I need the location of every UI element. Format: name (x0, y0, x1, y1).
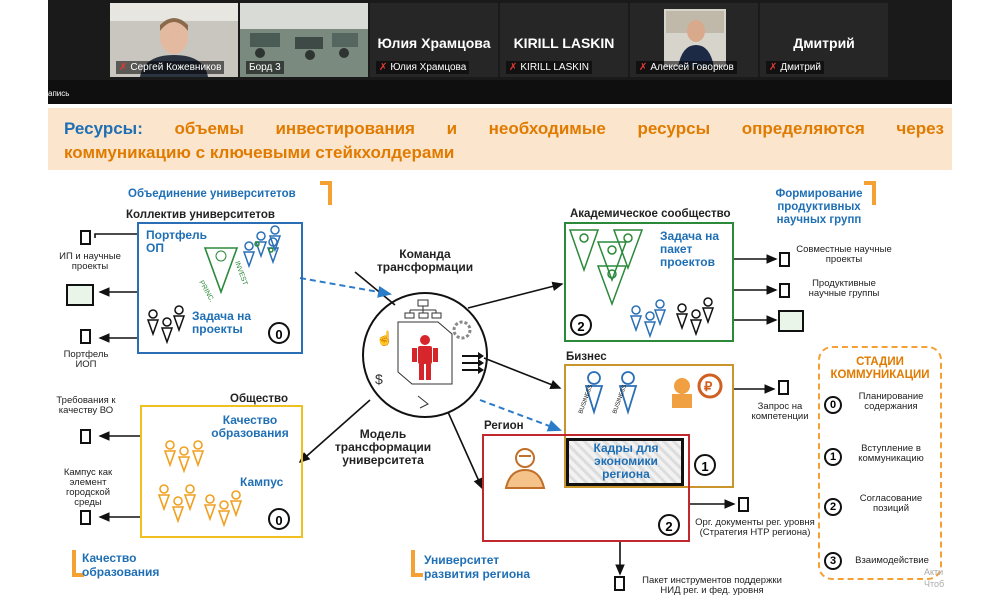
stages-box (818, 346, 942, 580)
personnel-box (566, 438, 684, 486)
participant-tile-1[interactable]: ✗Сергей Кожевников (110, 3, 238, 77)
mic-muted-icon: ✗ (639, 62, 648, 73)
campus-label: Кампус (240, 475, 284, 489)
slide-title: Ресурсы: объемы инвестирования и необход… (64, 119, 944, 138)
team-label: Команда трансформации (376, 247, 474, 274)
academic-task-label: Задача на пакет проектов (660, 229, 720, 269)
document-icon (80, 510, 91, 525)
universities-box (137, 222, 303, 354)
society-box (140, 405, 303, 538)
stages-title: СТАДИИ КОММУНИКАЦИИ (830, 356, 930, 381)
stage-badge: 2 (658, 514, 680, 536)
output-groups: Продуктивные научные группы (808, 278, 880, 299)
mic-muted-icon: ✗ (769, 62, 778, 73)
output-portfolio: Портфель ИОП (63, 349, 109, 370)
region-corner-label: Университет развития региона (424, 553, 531, 581)
universities-corner-label: Объединение университетов (128, 188, 296, 200)
output-projects: ИП и научные проекты (59, 251, 121, 272)
region-box (482, 434, 690, 542)
academic-title: Академическое сообщество (570, 208, 731, 220)
stage-label: Взаимодействие (855, 555, 929, 566)
participant-caption: ✗KIRILL LASKIN (506, 61, 592, 74)
document-icon (779, 252, 790, 267)
academic-box (564, 222, 734, 342)
business-title: Бизнес (566, 351, 607, 363)
participant-name: KIRILL LASKIN (513, 35, 615, 51)
participant-caption: ✗Алексей Говорков (636, 61, 737, 74)
document-icon (779, 283, 790, 298)
participant-caption: ✗Дмитрий (766, 61, 824, 74)
mic-muted-icon: ✗ (379, 62, 388, 73)
invest-label: INVEST (233, 260, 248, 287)
activation-watermark: Акти Чтоб (924, 567, 945, 589)
svg-text:$: $ (375, 371, 383, 387)
participant-name: Юлия Храмцова (377, 35, 491, 51)
document-icon (738, 497, 749, 512)
official-icon (504, 448, 546, 489)
model-label: Модель трансформации университета (334, 427, 432, 467)
output-quality-requirements: Требования к качеству ВО (56, 395, 116, 416)
invest-icon (66, 284, 94, 306)
business-badge: BUSINESS (612, 384, 628, 415)
svg-text:₽: ₽ (704, 379, 713, 394)
participant-name: Дмитрий (793, 35, 855, 51)
output-joint-projects: Совместные научные проекты (796, 244, 892, 265)
business-box (564, 364, 734, 488)
stage-badge: 1 (694, 454, 716, 476)
participant-tile-4[interactable]: KIRILL LASKIN ✗KIRILL LASKIN (500, 3, 628, 77)
stage-badge: 0 (268, 322, 290, 344)
stage-label: Согласование позиций (859, 493, 923, 514)
video-strip: ✗Сергей Кожевников Борд 3 Юлия Храмцова … (48, 0, 952, 80)
personnel-label: Кадры для экономики региона (593, 441, 659, 481)
business-badge: BUSINESS (578, 384, 594, 415)
output-support-package: Пакет инструментов поддержки НИД рег. и … (642, 575, 782, 596)
stage-badge: 2 (570, 314, 592, 336)
document-icon (614, 576, 625, 591)
document-icon (778, 380, 789, 395)
participant-tile-5[interactable]: ✗Алексей Говорков (630, 3, 758, 77)
princ-label: PRINC. (197, 280, 215, 304)
recording-bar (48, 80, 952, 104)
output-region-docs: Орг. документы рег. уровня (Стратегия НТ… (695, 517, 815, 538)
participant-caption: ✗Сергей Кожевников (116, 61, 225, 74)
task-label: Задача на проекты (192, 309, 252, 336)
stage-label: Вступление в коммуникацию (858, 443, 924, 464)
document-icon (80, 329, 91, 344)
stage-label: Планирование содержания (858, 391, 924, 412)
society-corner-label: Качество образования (82, 551, 160, 579)
mic-muted-icon: ✗ (119, 62, 128, 73)
slide-title-bar (48, 108, 952, 170)
region-title: Регион (484, 420, 524, 432)
quality-label: Качество образования (211, 413, 289, 440)
recording-label: апись (48, 89, 70, 98)
participant-caption: ✗Юлия Храмцова (376, 61, 470, 74)
participant-tile-6[interactable]: Дмитрий ✗Дмитрий (760, 3, 888, 77)
academic-corner-label: Формирование продуктивных научных групп (775, 188, 863, 226)
universities-title: Коллектив университетов (126, 209, 276, 221)
output-campus: Кампус как элемент городской среды (63, 467, 113, 508)
diagram-connectors: ☝ $ (72, 181, 876, 577)
document-icon (80, 429, 91, 444)
society-title: Общество (230, 393, 288, 405)
business-people-icons: BUSINESS BUSINESS ₽ (578, 371, 723, 416)
participant-tile-2[interactable]: Борд 3 (240, 3, 368, 77)
people-icons: PRINC. INVEST (146, 225, 282, 345)
portfolio-label: Портфель ОП (146, 228, 208, 255)
invest-icon (778, 310, 804, 332)
stage-badge: 1 (824, 448, 842, 466)
mic-muted-icon: ✗ (509, 62, 518, 73)
stage-badge: 0 (268, 508, 290, 530)
people-icons (568, 229, 715, 339)
svg-text:☝: ☝ (376, 329, 393, 347)
stage-badge: 3 (824, 552, 842, 570)
participant-tile-3[interactable]: Юлия Храмцова ✗Юлия Храмцова (370, 3, 498, 77)
document-icon (80, 230, 91, 245)
participant-caption: Борд 3 (246, 61, 284, 74)
output-competence-request: Запрос на компетенции (751, 401, 809, 422)
stage-badge: 0 (824, 396, 842, 414)
stage-badge: 2 (824, 498, 842, 516)
slide-title-line2: коммуникацию с ключевыми стейкхолдерами (64, 143, 455, 162)
people-icons (157, 440, 243, 528)
